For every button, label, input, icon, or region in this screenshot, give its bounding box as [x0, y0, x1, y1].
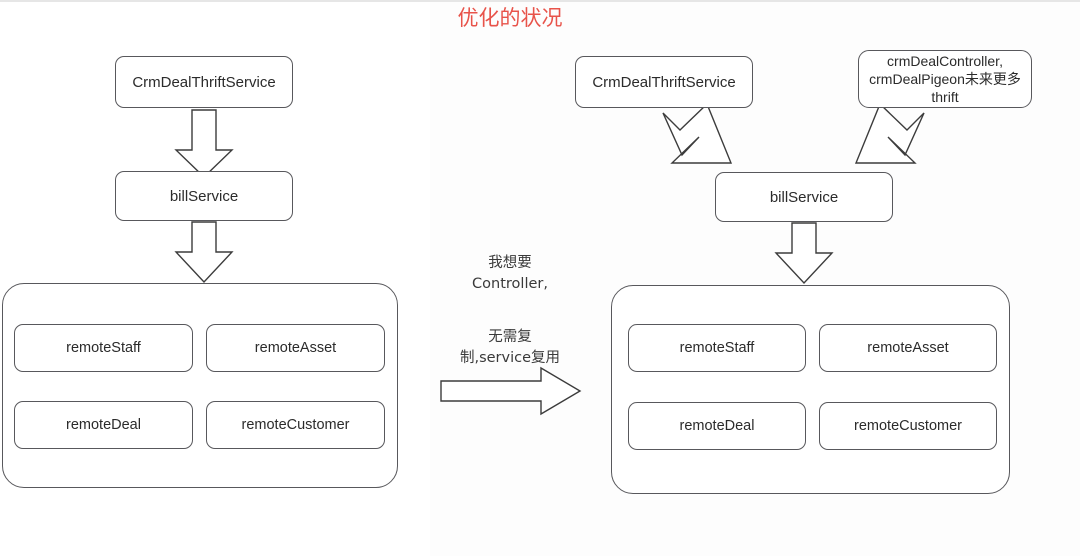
note-want-controller: 我想要 Controller,: [440, 253, 580, 295]
right-node-remote-asset[interactable]: remoteAsset: [819, 324, 997, 372]
note-want-controller-line1: 我想要: [488, 255, 532, 271]
right-node-controller-line2: crmDealPigeon未来更多: [869, 71, 1021, 87]
right-node-crm-deal-thrift-service[interactable]: CrmDealThriftService: [575, 56, 753, 108]
right-node-controller-line3: thrift: [931, 89, 959, 105]
top-divider-rule: [0, 0, 1080, 2]
note-service-reuse-line1: 无需复: [488, 329, 532, 345]
right-node-bill-service[interactable]: billService: [715, 172, 893, 222]
left-remote-services-group: remoteStaff remoteAsset remoteDeal remot…: [2, 283, 398, 488]
right-node-remote-customer[interactable]: remoteCustomer: [819, 402, 997, 450]
right-node-remote-staff[interactable]: remoteStaff: [628, 324, 806, 372]
left-node-remote-staff[interactable]: remoteStaff: [14, 324, 193, 372]
left-node-bill-service[interactable]: billService: [115, 171, 293, 221]
note-want-controller-line2: Controller,: [472, 276, 548, 292]
left-node-remote-customer[interactable]: remoteCustomer: [206, 401, 385, 449]
note-service-reuse: 无需复 制,service复用: [437, 327, 583, 369]
right-remote-services-group: remoteStaff remoteAsset remoteDeal remot…: [611, 285, 1010, 494]
right-node-controller-line1: crmDealController,: [887, 53, 1003, 69]
page-title: 优化的状况: [457, 6, 563, 30]
note-service-reuse-line2: 制,service复用: [459, 350, 561, 366]
right-node-remote-deal[interactable]: remoteDeal: [628, 402, 806, 450]
right-node-crm-deal-controller[interactable]: crmDealController, crmDealPigeon未来更多 thr…: [858, 50, 1032, 108]
left-node-remote-deal[interactable]: remoteDeal: [14, 401, 193, 449]
left-node-crm-deal-thrift-service[interactable]: CrmDealThriftService: [115, 56, 293, 108]
left-node-remote-asset[interactable]: remoteAsset: [206, 324, 385, 372]
